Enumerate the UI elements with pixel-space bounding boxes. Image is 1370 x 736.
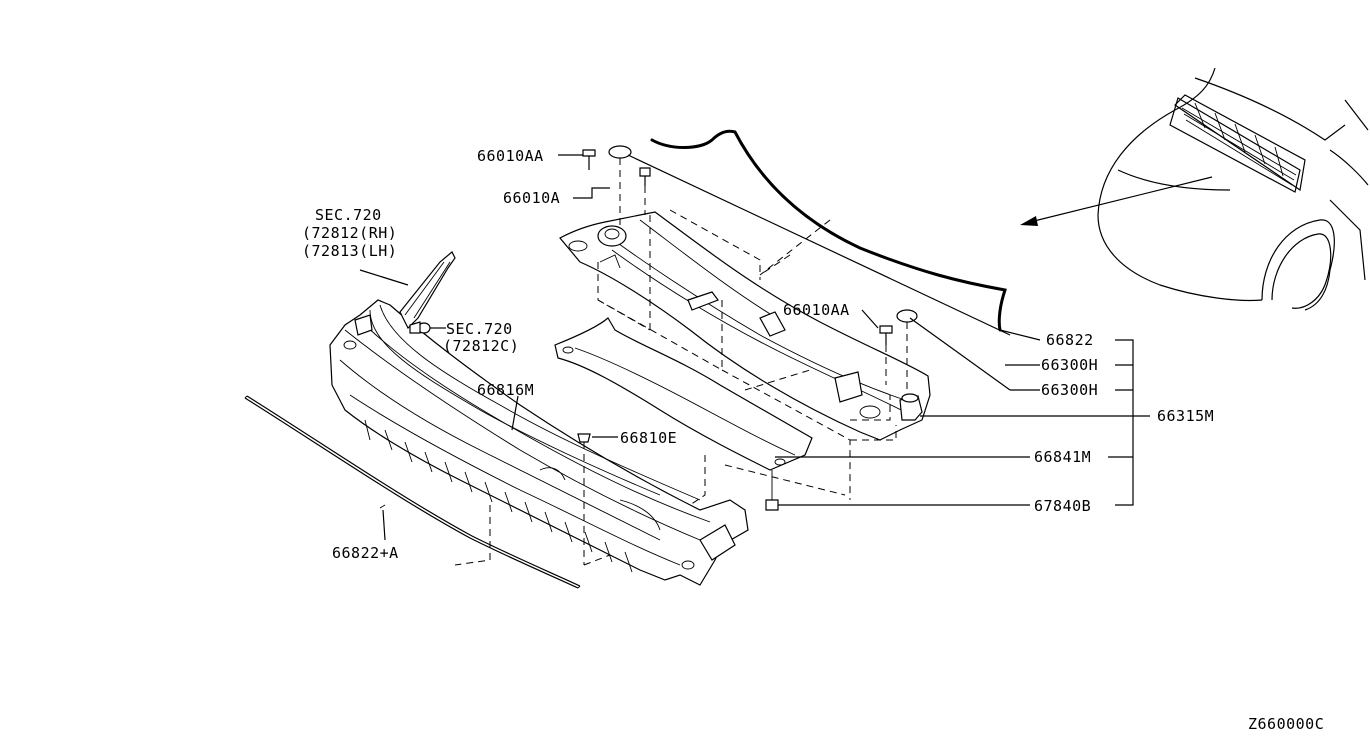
screw-66010AA-right[interactable]: [879, 325, 893, 385]
washer-nozzle-66315M[interactable]: [899, 393, 923, 421]
screw-66010A[interactable]: [639, 167, 651, 215]
label-66010AA-right[interactable]: 66010AA: [783, 301, 850, 319]
clip-72812C[interactable]: [409, 321, 431, 334]
cowl-panel-66841M[interactable]: [554, 317, 813, 471]
label-66010AA-top[interactable]: 66010AA: [477, 147, 544, 165]
diagram-code: Z660000C: [1248, 715, 1324, 733]
cap-66300H-top[interactable]: [608, 145, 632, 159]
label-66300H-1[interactable]: 66300H: [1041, 356, 1098, 374]
leader-lines: [359, 154, 1150, 541]
label-66822[interactable]: 66822: [1046, 331, 1094, 349]
label-66010A[interactable]: 66010A: [503, 189, 560, 207]
sec-ref-lower-line1[interactable]: SEC.720: [446, 320, 513, 338]
assembly-guide-lines-lower: [454, 455, 706, 566]
hood-seal-66822[interactable]: [650, 129, 1007, 332]
label-66810E[interactable]: 66810E: [620, 429, 677, 447]
label-66315M[interactable]: 66315M: [1157, 407, 1214, 425]
clip-67840B[interactable]: [765, 470, 779, 511]
bracket-72812-72813[interactable]: [399, 251, 456, 330]
label-66841M[interactable]: 66841M: [1034, 448, 1091, 466]
sec-ref-upper-line3: (72813(LH): [302, 242, 397, 260]
sec-ref-lower-line2: (72812C): [443, 337, 519, 355]
locator-arrow: [1020, 176, 1213, 226]
cowl-grille-highlight: [1169, 94, 1306, 193]
assembly-guide-lines-upper: [597, 209, 897, 500]
label-66822A[interactable]: 66822+A: [332, 544, 399, 562]
screw-66010AA-top[interactable]: [582, 149, 596, 170]
sec-ref-upper-line1[interactable]: SEC.720: [315, 206, 382, 224]
cowl-top-66816M[interactable]: [329, 299, 749, 586]
label-67840B[interactable]: 67840B: [1034, 497, 1091, 515]
vehicle-locator-inset: [1020, 67, 1369, 311]
label-66816M[interactable]: 66816M: [477, 381, 534, 399]
cowl-top-upper[interactable]: [559, 211, 931, 441]
callout-labels: 66010AA 66010A 66010AA 66822 66300H 6630…: [302, 147, 1324, 733]
seal-strip-66822A[interactable]: [244, 395, 581, 589]
clip-66810E[interactable]: [577, 433, 591, 565]
label-66300H-2[interactable]: 66300H: [1041, 381, 1098, 399]
sec-ref-upper-line2: (72812(RH): [302, 224, 397, 242]
